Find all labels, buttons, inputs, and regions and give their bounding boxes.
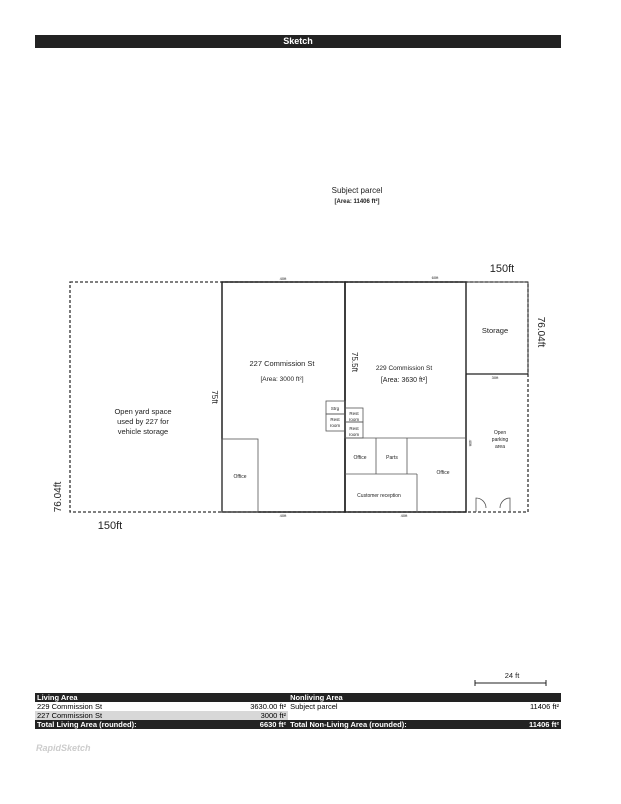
area-summary-table: Living Area Nonliving Area 229 Commission… — [35, 693, 561, 729]
total-nonliving-label: Total Non-Living Area (rounded): — [288, 720, 501, 729]
room-restroom: room — [330, 423, 341, 428]
building-227-label: 227 Commission St — [249, 359, 315, 368]
dim-bottom: 150ft — [98, 520, 122, 532]
dim-label: 40ft — [401, 513, 409, 518]
room-restroom: room — [349, 432, 360, 437]
room-parking: parking — [492, 437, 509, 443]
total-nonliving-value: 11406 ft² — [500, 720, 561, 729]
parcel-label: Subject parcel — [332, 186, 383, 195]
row-area: 3630.00 ft² — [250, 702, 287, 711]
building-227-height: 75ft — [210, 390, 219, 404]
nonliving-area-header: Nonliving Area — [288, 693, 501, 702]
scale-label: 24 ft — [505, 671, 521, 680]
yard-label: used by 227 for — [117, 417, 169, 426]
building-229-height: 75.5ft — [350, 352, 359, 373]
dim-right: 76.04ft — [535, 317, 546, 348]
building-229-area: [Area: 3630 ft²] — [381, 377, 427, 384]
row-nl-area: 11406 ft² — [529, 702, 559, 711]
room-restroom: Rest — [349, 426, 359, 431]
building-227-area: [Area: 3000 ft²] — [261, 376, 304, 383]
dim-label: 30ft — [492, 375, 500, 380]
room-office: Office — [437, 470, 450, 476]
yard-label: vehicle storage — [118, 427, 168, 436]
room-restroom: room — [349, 417, 360, 422]
sketch-header: Sketch — [35, 35, 561, 48]
room-office: Office — [234, 474, 247, 480]
total-living-value: 6630 ft² — [217, 720, 289, 729]
room-restroom: Rest — [330, 417, 340, 422]
dim-top: 150ft — [490, 263, 514, 275]
living-area-header: Living Area — [35, 693, 218, 702]
room-parts: Parts — [386, 455, 398, 461]
room-parking: Open — [494, 430, 506, 436]
row-nl-name: Subject parcel — [290, 702, 338, 711]
row-name: 227 Commission St — [35, 711, 218, 720]
room-strg: Strg — [331, 406, 340, 411]
office-227 — [221, 438, 259, 513]
building-229-outline — [344, 281, 467, 513]
rapidsketch-logo: RapidSketch — [36, 743, 91, 753]
total-living-label: Total Living Area (rounded): — [35, 720, 218, 729]
dim-label: 60ft — [432, 275, 440, 280]
building-229-label: 229 Commission St — [376, 365, 433, 372]
dim-label: 40ft — [280, 276, 288, 281]
row-name: 229 Commission St — [37, 702, 103, 711]
room-customer-reception: Customer reception — [357, 493, 401, 499]
parcel-area: [Area: 11406 ft²] — [334, 198, 379, 205]
yard-label: Open yard space — [114, 407, 171, 416]
dim-left: 76.04ft — [53, 481, 64, 512]
room-storage: Storage — [482, 326, 508, 335]
dim-label: 40ft — [468, 440, 473, 448]
dim-label: 40ft — [280, 513, 288, 518]
room-parking: area — [495, 444, 505, 450]
room-restroom: Rest — [349, 411, 359, 416]
subject-parcel-outline — [69, 281, 529, 513]
row-area: 3000 ft² — [217, 711, 289, 720]
room-office: Office — [354, 455, 367, 461]
double-door-icon — [475, 497, 511, 512]
